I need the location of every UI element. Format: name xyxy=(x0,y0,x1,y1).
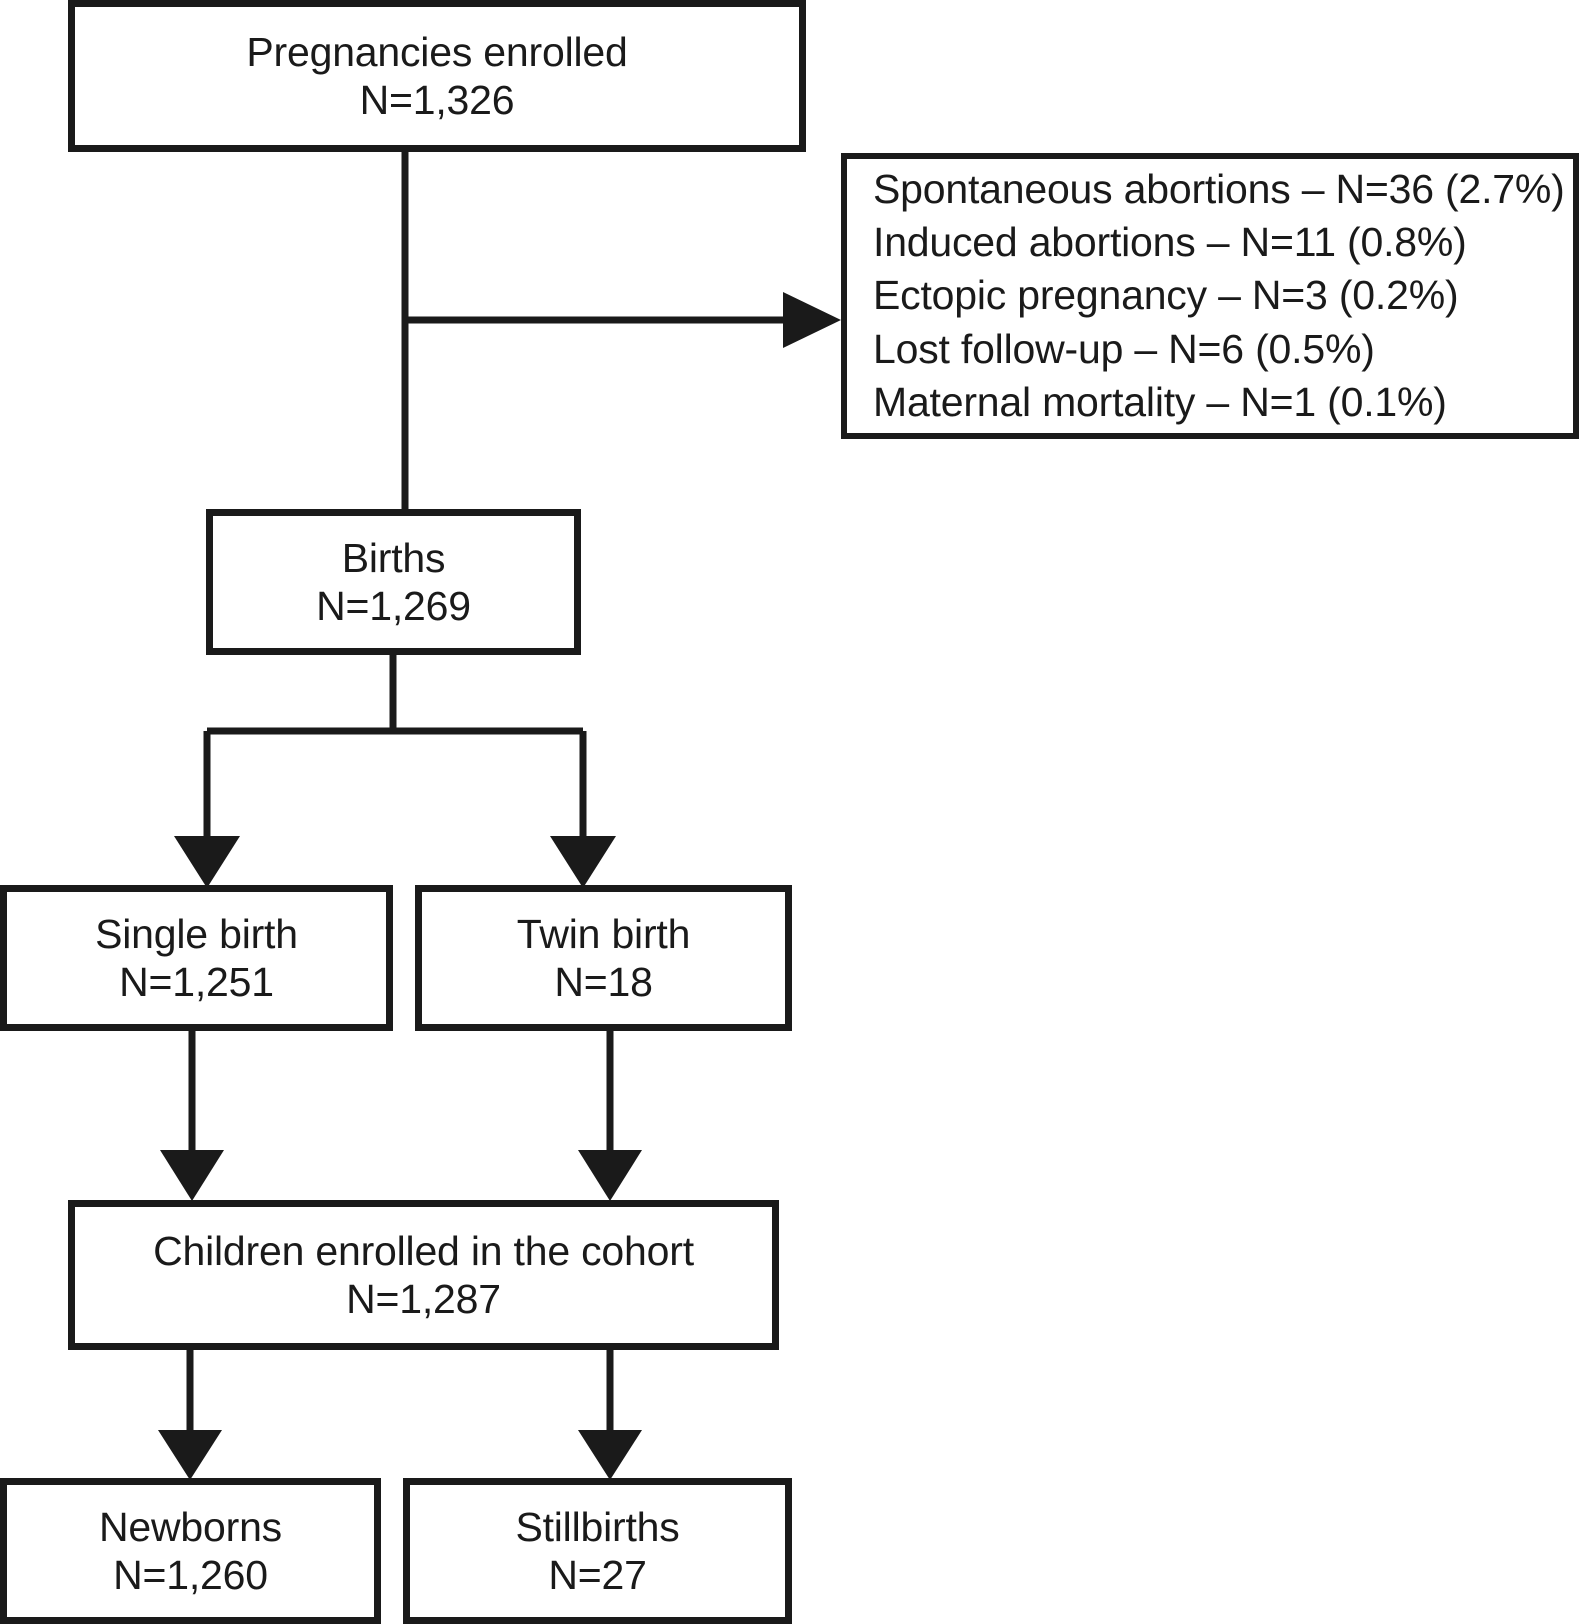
node-births-label: Births xyxy=(341,534,446,581)
exclusion-item-spontaneous-abortions: Spontaneous abortions – N=36 (2.7%) xyxy=(873,165,1565,212)
arrowhead-children-left xyxy=(160,1150,224,1201)
node-single-birth-count: N=1,251 xyxy=(119,959,274,1005)
arrowhead-single-birth xyxy=(174,836,240,888)
node-pregnancies-label: Pregnancies enrolled xyxy=(246,28,628,75)
node-pregnancies-enrolled: Pregnancies enrolled N=1,326 xyxy=(68,0,806,152)
node-births: Births N=1,269 xyxy=(206,509,581,655)
node-births-count: N=1,269 xyxy=(316,583,471,629)
node-children-enrolled: Children enrolled in the cohort N=1,287 xyxy=(68,1200,779,1350)
arrowhead-twin-birth xyxy=(550,836,616,888)
node-exclusions: Spontaneous abortions – N=36 (2.7%) Indu… xyxy=(841,153,1579,439)
node-pregnancies-count: N=1,326 xyxy=(359,77,515,123)
exclusion-item-ectopic-pregnancy: Ectopic pregnancy – N=3 (0.2%) xyxy=(873,272,1459,319)
arrowhead-exclusions xyxy=(783,292,841,348)
node-stillbirths-label: Stillbirths xyxy=(515,1503,680,1550)
exclusion-item-induced-abortions: Induced abortions – N=11 (0.8%) xyxy=(873,219,1467,266)
node-newborns-count: N=1,260 xyxy=(113,1552,268,1598)
node-twin-birth: Twin birth N=18 xyxy=(415,885,792,1031)
node-newborns-label: Newborns xyxy=(99,1503,282,1550)
node-stillbirths: Stillbirths N=27 xyxy=(403,1478,792,1624)
node-children-label: Children enrolled in the cohort xyxy=(153,1227,694,1274)
node-stillbirths-count: N=27 xyxy=(548,1552,647,1598)
node-single-birth: Single birth N=1,251 xyxy=(0,885,393,1031)
arrowhead-children-right xyxy=(578,1150,642,1201)
exclusion-item-lost-follow-up: Lost follow-up – N=6 (0.5%) xyxy=(873,325,1375,372)
arrowhead-stillbirths xyxy=(578,1430,642,1480)
arrowhead-newborns xyxy=(158,1430,222,1480)
node-twin-birth-count: N=18 xyxy=(554,959,653,1005)
node-single-birth-label: Single birth xyxy=(95,910,298,957)
exclusion-item-maternal-mortality: Maternal mortality – N=1 (0.1%) xyxy=(873,378,1447,425)
node-twin-birth-label: Twin birth xyxy=(516,910,691,957)
node-newborns: Newborns N=1,260 xyxy=(0,1478,381,1624)
node-children-count: N=1,287 xyxy=(346,1276,501,1322)
